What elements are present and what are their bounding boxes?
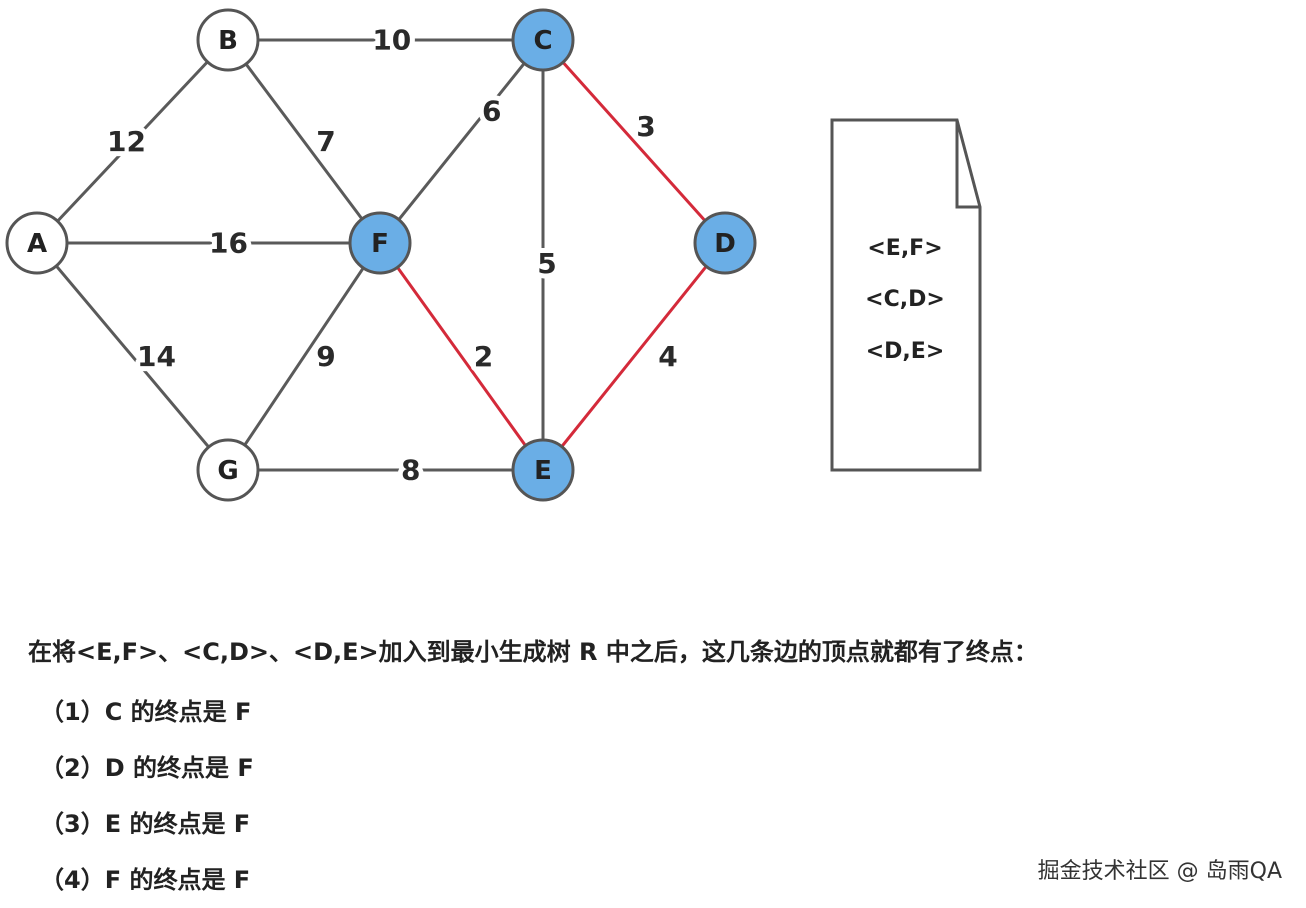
nodes-layer: A B C D E F G [5, 8, 757, 502]
node-D [693, 211, 757, 275]
explanation-heading: 在将<E,F>、<C,D>、<D,E>加入到最小生成树 R 中之后，这几条边的顶… [28, 638, 1038, 666]
watermark: 掘金技术社区 @ 岛雨QA [1037, 859, 1282, 884]
node-E [511, 438, 575, 502]
document-body [830, 118, 982, 472]
explanation-text: 在将<E,F>、<C,D>、<D,E>加入到最小生成树 R 中之后，这几条边的顶… [28, 632, 1038, 908]
edge-A-G [35, 242, 230, 471]
node-label: A [27, 229, 47, 259]
edge-weight-label: 16 [209, 227, 248, 260]
node-G [196, 438, 260, 502]
document-fold [955, 120, 980, 209]
edge-A-B [35, 38, 230, 245]
edge-weight-label: 4 [658, 340, 677, 373]
list-item: （3）E 的终点是 F [40, 810, 251, 838]
edge-weight-label: 6 [482, 95, 501, 128]
node-C [511, 8, 575, 72]
edge-weight-label: 12 [107, 125, 146, 158]
node-label: D [714, 229, 736, 259]
graph-diagram: 10 12 7 6 3 16 5 14 9 2 4 8 A B C D E F G <E,F> <C,D> <D,… [5, 8, 982, 502]
node-label: C [533, 26, 552, 56]
endpoint-list: （1）C 的终点是 F （2）D 的终点是 F （3）E 的终点是 F （4）F… [28, 684, 1038, 908]
list-item: （2）D 的终点是 F [40, 754, 254, 782]
document-line: <E,F> [867, 236, 942, 261]
node-label: E [534, 456, 552, 486]
list-item: （4）F 的终点是 F [40, 866, 251, 894]
document-line: <C,D> [865, 287, 945, 312]
edge-C-D [541, 38, 727, 245]
edge-weight-label: 5 [537, 247, 556, 280]
node-label: B [218, 26, 238, 56]
edge-D-E [541, 242, 727, 471]
edge-weight-label: 7 [316, 125, 335, 158]
node-A [5, 211, 69, 275]
edge-weight-label: 9 [316, 340, 335, 373]
document-line: <D,E> [866, 339, 945, 364]
edge-C-F [378, 39, 545, 244]
edge-F-G [226, 242, 382, 471]
node-label: G [217, 456, 238, 486]
node-label: F [371, 229, 389, 259]
edges-layer [35, 38, 727, 472]
edge-weight-label: 3 [636, 110, 655, 143]
edge-B-F [226, 39, 382, 244]
node-F [348, 211, 412, 275]
edge-F-E [378, 242, 545, 471]
document-icon: <E,F> <C,D> <D,E> [830, 118, 982, 472]
edge-weight-label: 2 [474, 340, 493, 373]
edge-weight-label: 10 [372, 24, 411, 57]
edge-weight-label: 14 [137, 340, 176, 373]
list-item: （1）C 的终点是 F [40, 698, 252, 726]
edge-weight-label: 8 [401, 454, 420, 487]
node-B [196, 8, 260, 72]
